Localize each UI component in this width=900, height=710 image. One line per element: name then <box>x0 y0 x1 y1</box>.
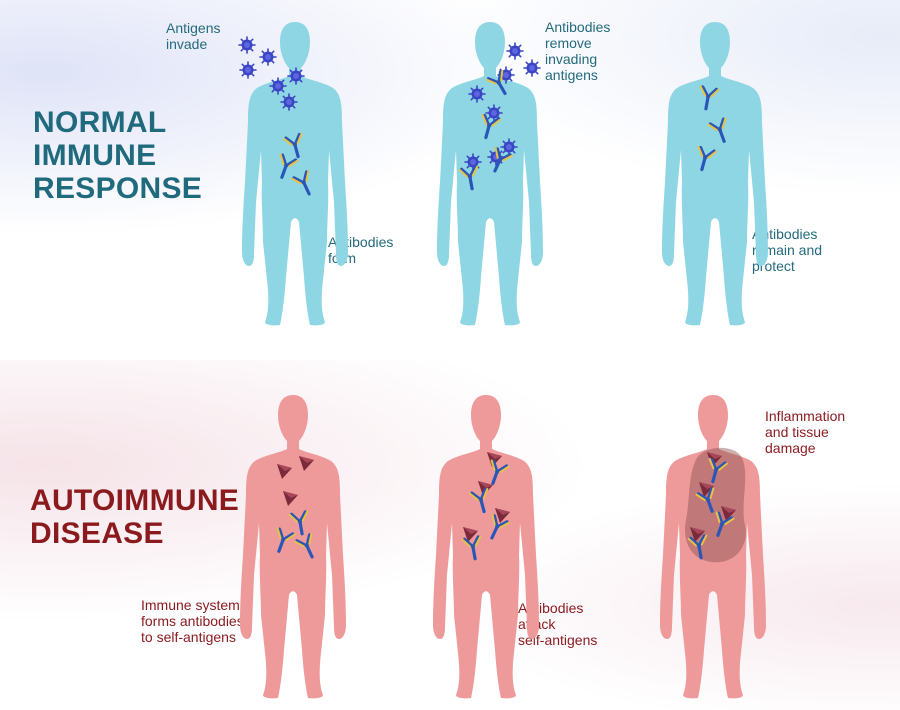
body-figure-autoimmune-1 <box>240 395 346 699</box>
body-figure-autoimmune-2 <box>433 395 539 699</box>
caption-antigens-invade: Antigens invade <box>166 20 221 52</box>
caption-immune-system-forms-antibodies: Immune system forms antibodies to self-a… <box>141 597 244 645</box>
body-figure-normal-1 <box>242 22 348 326</box>
normal-immune-response-heading: NORMAL IMMUNE RESPONSE <box>33 106 203 205</box>
caption-antibodies-remove-antigens: Antibodies remove invading antigens <box>545 19 611 83</box>
autoimmune-disease-heading: AUTOIMMUNE DISEASE <box>30 484 240 550</box>
caption-inflammation-tissue-damage: Inflammation and tissue damage <box>765 408 846 456</box>
body-figure-normal-3 <box>662 22 768 326</box>
